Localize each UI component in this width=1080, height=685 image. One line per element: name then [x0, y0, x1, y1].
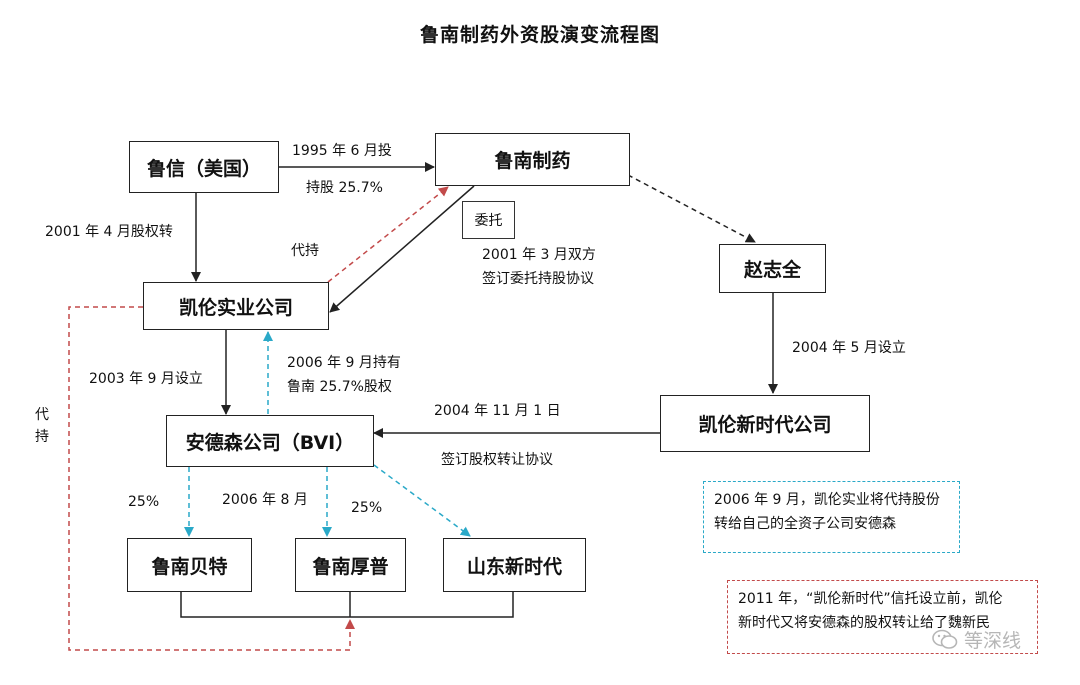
note-red-line1: 2011 年，“凯伦新时代”信托设立前，凯伦: [738, 591, 1003, 607]
label-setup-2004: 2004 年 5 月设立: [792, 340, 906, 356]
label-invest-1995-line2: 持股 25.7%: [306, 180, 383, 196]
node-lunan-beite: 鲁南贝特: [127, 538, 252, 592]
node-andesen: 安德森公司（BVI）: [166, 415, 374, 467]
label-transfer-2004-line1: 2004 年 11 月 1 日: [434, 403, 561, 419]
arrow-lunan-to-zhao: [627, 174, 756, 243]
node-lunan-pharma: 鲁南制药: [435, 133, 630, 186]
node-luxin-us: 鲁信（美国）: [129, 141, 279, 193]
node-lunan-houpu: 鲁南厚普: [295, 538, 406, 592]
label-entrust-2001-line2: 签订委托持股协议: [482, 271, 594, 287]
entrust-box: 委托: [462, 201, 515, 239]
note-blue-line1: 2006 年 9 月，凯伦实业将代持股份: [714, 492, 940, 508]
label-transfer-2001: 2001 年 4 月股权转: [45, 224, 173, 240]
daichi-loop-red: [68, 306, 355, 651]
label-transfer-2004-line2: 签订股权转让协议: [441, 452, 553, 468]
label-setup-2003: 2003 年 9 月设立: [89, 371, 203, 387]
node-shandong-new-era: 山东新时代: [443, 538, 586, 592]
arrow-kailun-to-lunan-red: [327, 186, 449, 283]
diagram-title: 鲁南制药外资股演变流程图: [419, 24, 660, 46]
label-invest-1995-line1: 1995 年 6 月投: [292, 143, 392, 159]
subsidiaries-bracket: [180, 592, 514, 618]
label-entrust-2001-line1: 2001 年 3 月双方: [482, 247, 596, 263]
arrow-lunan-to-kailun: [329, 185, 475, 313]
note-blue: 2006 年 9 月，凯伦实业将代持股份 转给自己的全资子公司安德森: [703, 481, 960, 553]
note-blue-line2: 转给自己的全资子公司安德森: [714, 516, 896, 532]
node-kailun-new-era: 凯伦新时代公司: [660, 395, 870, 452]
watermark-text: 等深线: [964, 630, 1022, 652]
label-date-2006-8: 2006 年 8 月: [222, 492, 308, 508]
node-kailun-industry: 凯伦实业公司: [143, 282, 329, 330]
label-hold-2006-line1: 2006 年 9 月持有: [287, 355, 401, 371]
node-zhao-zhiquan: 赵志全: [719, 244, 826, 293]
wechat-icon: [932, 629, 958, 649]
note-red-line2: 新时代又将安德森的股权转让给了魏新民: [738, 615, 990, 631]
note-red: 2011 年，“凯伦新时代”信托设立前，凯伦 新时代又将安德森的股权转让给了魏新…: [727, 580, 1038, 654]
watermark: 等深线: [932, 626, 1021, 653]
label-hold-2006-line2: 鲁南 25.7%股权: [287, 379, 392, 395]
label-daichi-top: 代持: [291, 243, 319, 259]
arrow-andesen-to-shandong: [373, 464, 471, 537]
label-daichi-left: 代持: [35, 407, 49, 445]
label-pct-mid: 25%: [351, 500, 383, 516]
label-pct-left: 25%: [128, 494, 160, 510]
